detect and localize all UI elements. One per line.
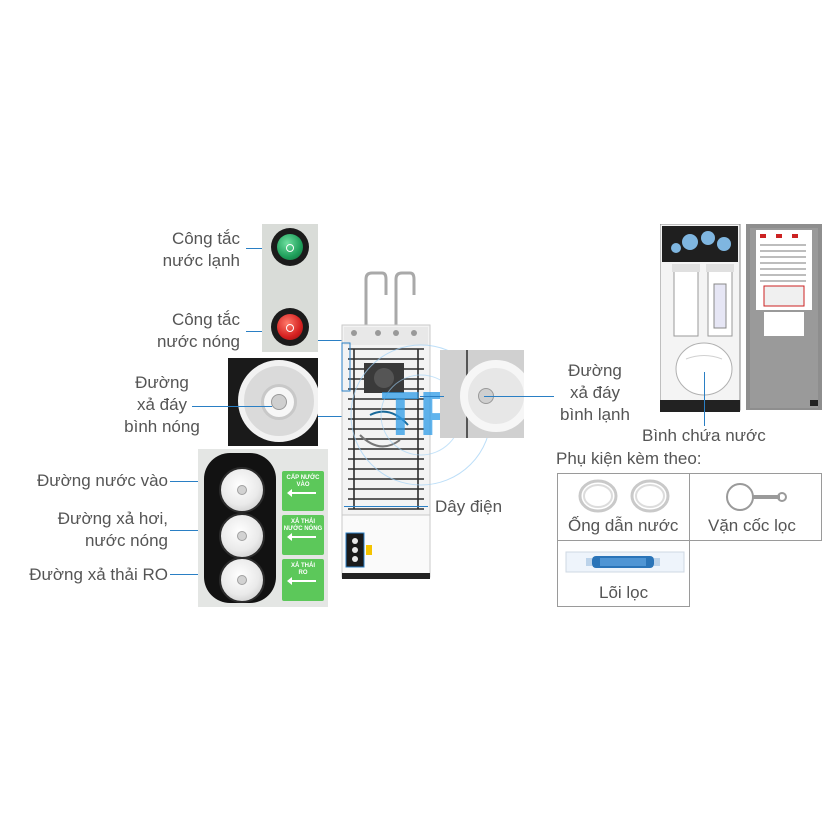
steam-drain-label: Đường xả hơi, nước nóng (20, 508, 168, 552)
cold-tank-drain-label-line2: xả đáy (569, 383, 621, 402)
arrow-left-icon (287, 489, 316, 497)
cold-switch-label: Công tắc nước lạnh (130, 228, 240, 272)
accessory-wrench-cell: Vặn cốc lọc (689, 473, 822, 541)
hot-tank-drain-label-line3: bình nóng (124, 417, 200, 436)
hot-tank-drain-callout-line (192, 406, 272, 407)
power-cord-callout-line (344, 506, 428, 507)
accessory-filter-label: Lõi lọc (599, 583, 649, 602)
cold-tank-drain-label: Đường xả đáy bình lạnh (548, 360, 642, 426)
filter-wrench-icon (726, 483, 787, 511)
water-tank-label: Bình chứa nước (642, 426, 766, 445)
cold-tank-drain-label-line3: bình lạnh (560, 405, 630, 424)
steam-drain-label-line2: nước nóng (84, 531, 168, 550)
arrow-left-icon (287, 577, 316, 585)
switch-to-unit-line (318, 340, 344, 341)
filter-cartridge-icon (565, 551, 685, 573)
accessory-tube-label: Ống dẫn nước (568, 516, 679, 535)
ro-waste-label: Đường xả thải RO (29, 565, 168, 584)
tag-ro-waste: XẢ THẢI RO (282, 559, 324, 601)
hot-drain-to-unit-line (318, 416, 344, 417)
water-dispenser-rear-view (341, 271, 431, 579)
tag-ro-waste-line1: XẢ THẢI (291, 563, 315, 569)
cold-water-switch-icon (271, 228, 309, 266)
cold-switch-label-line2: nước lạnh (162, 251, 240, 270)
accessories-heading: Phụ kiện kèm theo: (556, 449, 702, 468)
cold-drain-to-unit-line (420, 396, 444, 397)
cold-tank-drain-label-line1: Đường (568, 361, 622, 380)
hot-tank-drain-label: Đường xả đáy bình nóng (112, 372, 212, 438)
hot-water-switch-icon (271, 308, 309, 346)
accessory-tube-cell: Ống dẫn nước (557, 473, 690, 541)
tube-coil-icon (578, 479, 670, 513)
steam-drain-port-icon (219, 513, 265, 559)
water-inlet-label: Đường nước vào (36, 471, 168, 490)
ro-waste-port-icon (219, 557, 265, 603)
tag-hot-waste-line1: XẢ THẢI (291, 519, 315, 525)
accessory-filter-cell: Lõi lọc (557, 540, 690, 607)
cold-tank-drain-callout-line (484, 396, 554, 397)
open-cabinet-view (660, 224, 822, 412)
hot-switch-label: Công tắc nước nóng (130, 309, 240, 353)
hot-tank-drain-photo (228, 358, 318, 446)
hot-tank-drain-label-line1: Đường (135, 373, 189, 392)
arrow-left-icon (287, 533, 316, 541)
drain-hole-icon (271, 394, 287, 410)
tag-water-inlet-line2: VÀO (296, 482, 310, 488)
cold-tank-drain-photo (440, 350, 524, 438)
power-cord-label: Dây điện (435, 497, 503, 516)
accessory-wrench-label: Vặn cốc lọc (708, 516, 796, 535)
hot-switch-label-line1: Công tắc (171, 310, 240, 329)
hot-switch-label-line2: nước nóng (156, 332, 240, 351)
steam-drain-label-line1: Đường xả hơi, (57, 509, 168, 528)
tag-water-inlet-line1: CẤP NƯỚC (286, 475, 320, 481)
tag-hot-waste: XẢ THẢI NƯỚC NÓNG (282, 515, 324, 555)
tag-ro-waste-line2: RO (298, 570, 308, 576)
inlet-black-plate (204, 453, 276, 603)
water-inlet-port-icon (219, 467, 265, 513)
switch-panel (262, 224, 318, 352)
tag-water-inlet: CẤP NƯỚC VÀO (282, 471, 324, 511)
rear-inlet-panel: CẤP NƯỚC VÀO XẢ THẢI NƯỚC NÓNG XẢ THẢI R… (198, 449, 328, 607)
hot-tank-drain-label-line2: xả đáy (136, 395, 188, 414)
tag-hot-waste-line2: NƯỚC NÓNG (283, 526, 323, 532)
water-tank-callout-line (704, 372, 705, 426)
cold-switch-label-line1: Công tắc (171, 229, 240, 248)
